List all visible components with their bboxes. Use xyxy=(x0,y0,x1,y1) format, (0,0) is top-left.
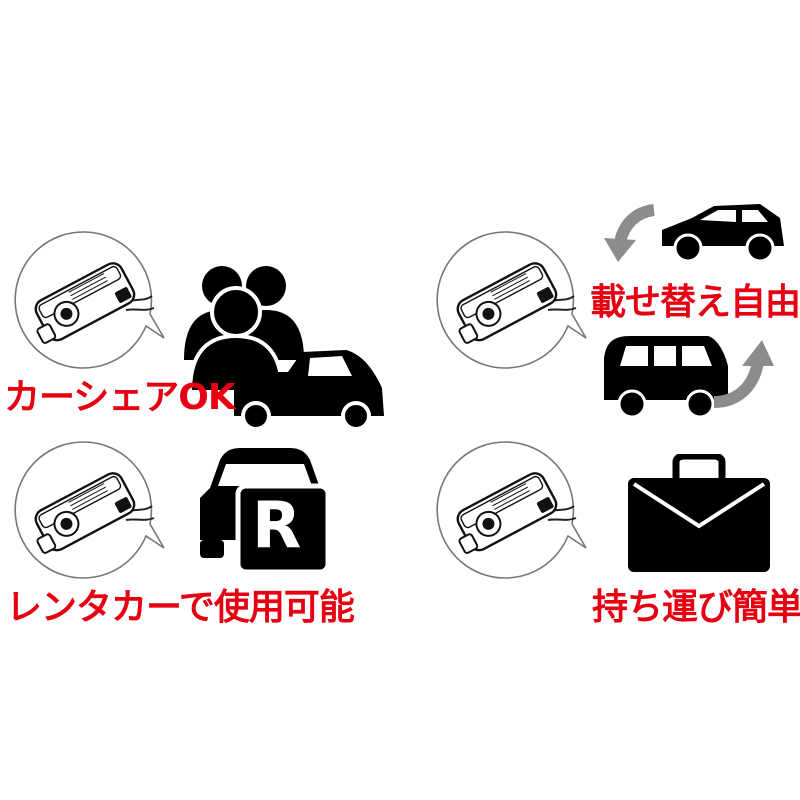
device-bubble-icon xyxy=(14,440,166,580)
device-bubble-icon xyxy=(436,230,588,370)
rental-car-icon xyxy=(200,448,331,575)
device-bubble-icon xyxy=(436,440,588,580)
feature-car-share: カーシェアOK xyxy=(0,230,400,430)
feature-rental-car: R レンタカーで使用可能 xyxy=(0,440,400,640)
device-bubble-icon xyxy=(14,230,166,370)
swap-vehicles-icon xyxy=(604,204,784,419)
feature-swap-vehicles: 載せ替え自由 xyxy=(400,190,800,440)
caption-rental-car: レンタカーで使用可能 xyxy=(6,587,355,628)
rental-badge-letter: R xyxy=(252,489,302,563)
caption-car-share: カーシェアOK xyxy=(4,377,236,418)
feature-portable: 持ち運び簡単 xyxy=(400,440,800,640)
car-share-people-icon xyxy=(184,266,384,430)
caption-swap-vehicles: 載せ替え自由 xyxy=(590,282,800,323)
caption-portable: 持ち運び簡単 xyxy=(592,587,800,628)
briefcase-icon xyxy=(628,454,770,572)
